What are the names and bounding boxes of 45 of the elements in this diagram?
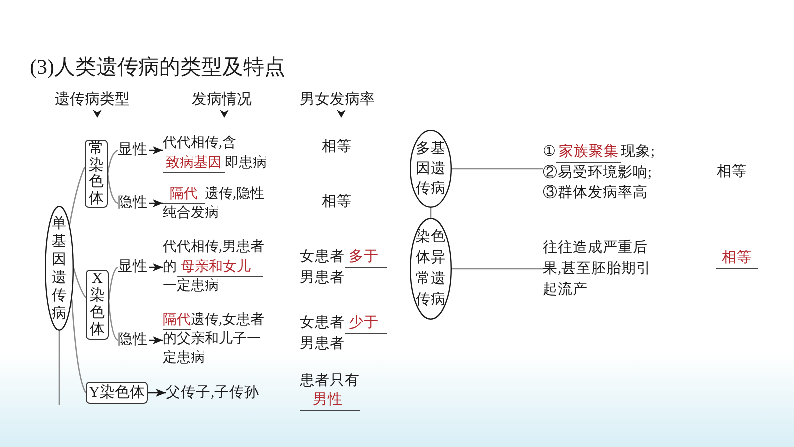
column-heading: 男女发病率 xyxy=(300,91,375,110)
arrow xyxy=(149,146,163,154)
connector-line xyxy=(71,300,87,394)
description-line: ③群体发病率高 xyxy=(543,184,648,203)
branch-label: 隐性 xyxy=(118,194,149,213)
incidence-text: 女患者少于男患者 xyxy=(300,313,392,354)
description-text: 隔代遗传,女患者的父亲和儿子一定患病 xyxy=(163,310,273,368)
connector-line xyxy=(108,301,118,342)
branch-label: 显性 xyxy=(118,258,149,277)
connector-line xyxy=(73,268,87,298)
description-line: ②易受环境影响; xyxy=(543,164,652,183)
branch-label: 隐性 xyxy=(118,331,149,350)
category-ellipse: 染色体异常遗传病 xyxy=(410,218,452,320)
category-ellipse: 单基因遗传病 xyxy=(45,206,74,331)
connector-line xyxy=(107,174,118,204)
connector-line xyxy=(452,168,543,170)
title: (3)人类遗传病的类型及特点 xyxy=(30,54,286,80)
connector-line xyxy=(108,266,118,302)
description-text: 隔代遗传,隐性纯合发病 xyxy=(163,184,273,223)
answer-text: 相等 xyxy=(716,249,758,269)
category-box: 常染色体 xyxy=(85,140,108,208)
category-ellipse: 多基因遗传病 xyxy=(410,130,452,208)
connector-line xyxy=(58,331,60,405)
description-text: 代代相传,含致病基因即患病 xyxy=(163,134,273,173)
arrow xyxy=(149,264,163,272)
connector-line xyxy=(69,166,86,225)
arrow xyxy=(149,336,163,344)
column-heading: 发病情况 xyxy=(192,91,252,110)
column-heading: 遗传病类型 xyxy=(55,91,130,110)
description-text: 代代相传,男患者的母亲和女儿一定患病 xyxy=(163,238,273,296)
arrow xyxy=(149,200,163,208)
incidence-text: 患者只有男性 xyxy=(300,372,362,411)
category-box: X染色体 xyxy=(86,270,109,340)
description-text: 父传子,子传孙 xyxy=(166,383,266,403)
branch-label: 显性 xyxy=(118,141,149,160)
connector-line xyxy=(430,208,432,218)
connector-line xyxy=(107,150,118,174)
connector-line xyxy=(452,268,543,270)
incidence-text: 相等 xyxy=(322,138,352,157)
incidence-text: 相等 xyxy=(322,193,352,212)
incidence-text: 相等 xyxy=(717,163,747,182)
incidence-text: 女患者多于男患者 xyxy=(300,247,392,288)
arrow xyxy=(148,389,166,397)
description-text: 往往造成严重后果,甚至胚胎期引起流产 xyxy=(543,238,657,301)
category-box: Y染色体 xyxy=(86,382,148,404)
